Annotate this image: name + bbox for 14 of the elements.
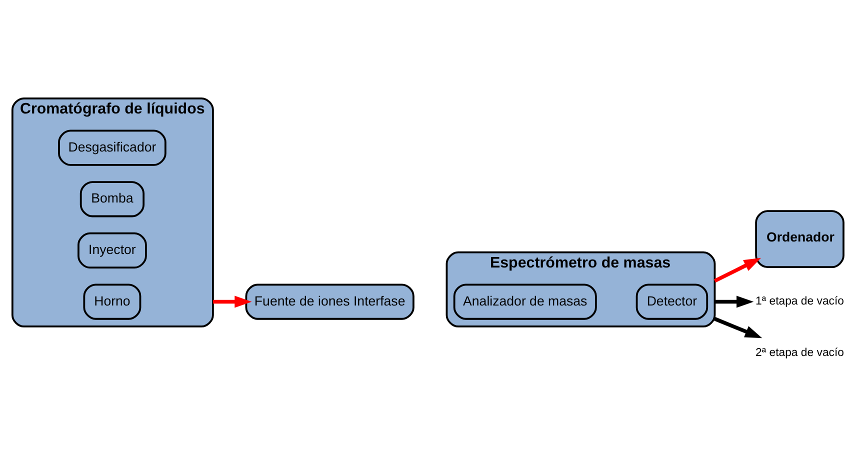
node-box: Detector <box>636 283 708 320</box>
node-box: Analizador de masas <box>453 283 597 320</box>
node-box: Desgasificador <box>58 129 166 166</box>
arrow <box>714 257 762 282</box>
node-text: 2ª etapa de vacío <box>756 346 844 359</box>
arrow <box>714 295 754 308</box>
node-box: Inyector <box>78 232 147 268</box>
arrow <box>212 295 252 308</box>
node-box: Horno <box>83 283 142 320</box>
node-box: Bomba <box>80 180 145 217</box>
node-text: 1ª etapa de vacío <box>756 295 844 308</box>
arrow <box>714 316 762 338</box>
node-box: Fuente de iones Interfase <box>245 283 414 320</box>
node-box: Ordenador <box>755 210 844 268</box>
